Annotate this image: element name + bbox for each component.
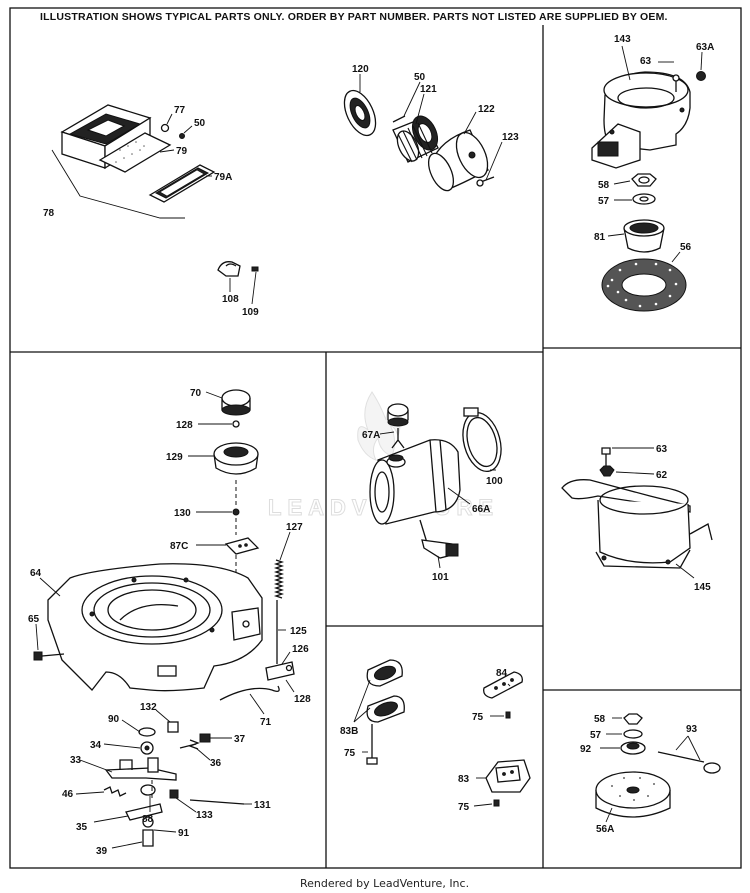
starter-cup-56A — [595, 713, 721, 818]
label-50: 50 — [194, 118, 206, 129]
label-57-b: 57 — [590, 730, 602, 741]
label-63A: 63A — [696, 42, 714, 53]
label-84: 84 — [496, 668, 508, 679]
label-81: 81 — [594, 232, 606, 243]
label-75-c: 75 — [458, 802, 470, 813]
cap-70-and-knob-129 — [213, 389, 260, 590]
bolt-65 — [33, 651, 65, 661]
gaskets-83B — [366, 659, 405, 765]
label-100: 100 — [486, 476, 503, 487]
label-128-b: 128 — [294, 694, 311, 705]
label-63-b: 63 — [656, 444, 668, 455]
footer-credit: Rendered by LeadVenture, Inc. — [300, 877, 469, 890]
label-79: 79 — [176, 146, 188, 157]
shroud-145 — [561, 447, 713, 569]
air-filter-assembly — [51, 104, 216, 219]
blower-housing-64 — [47, 563, 263, 692]
clip-108 — [217, 261, 259, 277]
screen-56 — [601, 258, 687, 312]
label-132: 132 — [140, 702, 157, 713]
label-33: 33 — [70, 755, 82, 766]
cap-67A — [387, 403, 409, 449]
label-64: 64 — [30, 568, 42, 579]
label-50-b: 50 — [414, 72, 426, 83]
air-cleaner-assembly — [343, 89, 495, 192]
label-67A: 67A — [362, 430, 380, 441]
spring-127-and-rod-125 — [219, 559, 295, 701]
leader-lines — [35, 45, 703, 849]
governor-linkage — [103, 721, 245, 847]
label-93: 93 — [686, 724, 698, 735]
label-78: 78 — [43, 208, 55, 219]
part-labels: 77 50 79 79A 78 108 109 120 50 121 122 1… — [28, 34, 714, 857]
cup-81 — [623, 219, 665, 253]
label-35: 35 — [76, 822, 88, 833]
label-127: 127 — [286, 522, 303, 533]
label-79A: 79A — [214, 172, 232, 183]
label-56: 56 — [680, 242, 692, 253]
label-62: 62 — [656, 470, 668, 481]
label-131: 131 — [254, 800, 271, 811]
label-46: 46 — [62, 789, 74, 800]
label-125: 125 — [290, 626, 307, 637]
label-101: 101 — [432, 572, 449, 583]
label-75-b: 75 — [472, 712, 484, 723]
cover-83 — [485, 759, 531, 807]
label-143: 143 — [614, 34, 631, 45]
valve-101 — [419, 519, 459, 559]
label-58: 58 — [598, 180, 610, 191]
label-122: 122 — [478, 104, 495, 115]
label-126: 126 — [292, 644, 309, 655]
label-88: 88 — [142, 814, 154, 825]
label-36: 36 — [210, 758, 222, 769]
label-71: 71 — [260, 717, 272, 728]
label-57: 57 — [598, 196, 610, 207]
label-123: 123 — [502, 132, 519, 143]
label-129: 129 — [166, 452, 183, 463]
label-66A: 66A — [472, 504, 490, 515]
label-83B: 83B — [340, 726, 358, 737]
nut-58-and-washer-57 — [631, 173, 657, 205]
label-121: 121 — [420, 84, 437, 95]
label-70: 70 — [190, 388, 202, 399]
label-58-b: 58 — [594, 714, 606, 725]
label-77: 77 — [174, 105, 186, 116]
panel-borders — [9, 7, 742, 869]
label-87C: 87C — [170, 541, 188, 552]
clamp-100 — [462, 407, 502, 472]
label-92: 92 — [580, 744, 592, 755]
label-145: 145 — [694, 582, 711, 593]
label-90: 90 — [108, 714, 120, 725]
label-37: 37 — [234, 734, 246, 745]
label-65: 65 — [28, 614, 40, 625]
label-120: 120 — [352, 64, 369, 75]
label-34: 34 — [90, 740, 102, 751]
label-75: 75 — [344, 748, 356, 759]
label-128: 128 — [176, 420, 193, 431]
label-56A: 56A — [596, 824, 614, 835]
label-39: 39 — [96, 846, 108, 857]
label-109: 109 — [242, 307, 259, 318]
header-note: ILLUSTRATION SHOWS TYPICAL PARTS ONLY. O… — [40, 11, 668, 23]
muffler-66A — [369, 439, 461, 525]
blower-shroud-143 — [591, 71, 706, 169]
gasket-84 — [483, 671, 523, 719]
label-83: 83 — [458, 774, 470, 785]
label-133: 133 — [196, 810, 213, 821]
label-91: 91 — [178, 828, 190, 839]
label-108: 108 — [222, 294, 239, 305]
label-130: 130 — [174, 508, 191, 519]
label-63: 63 — [640, 56, 652, 67]
